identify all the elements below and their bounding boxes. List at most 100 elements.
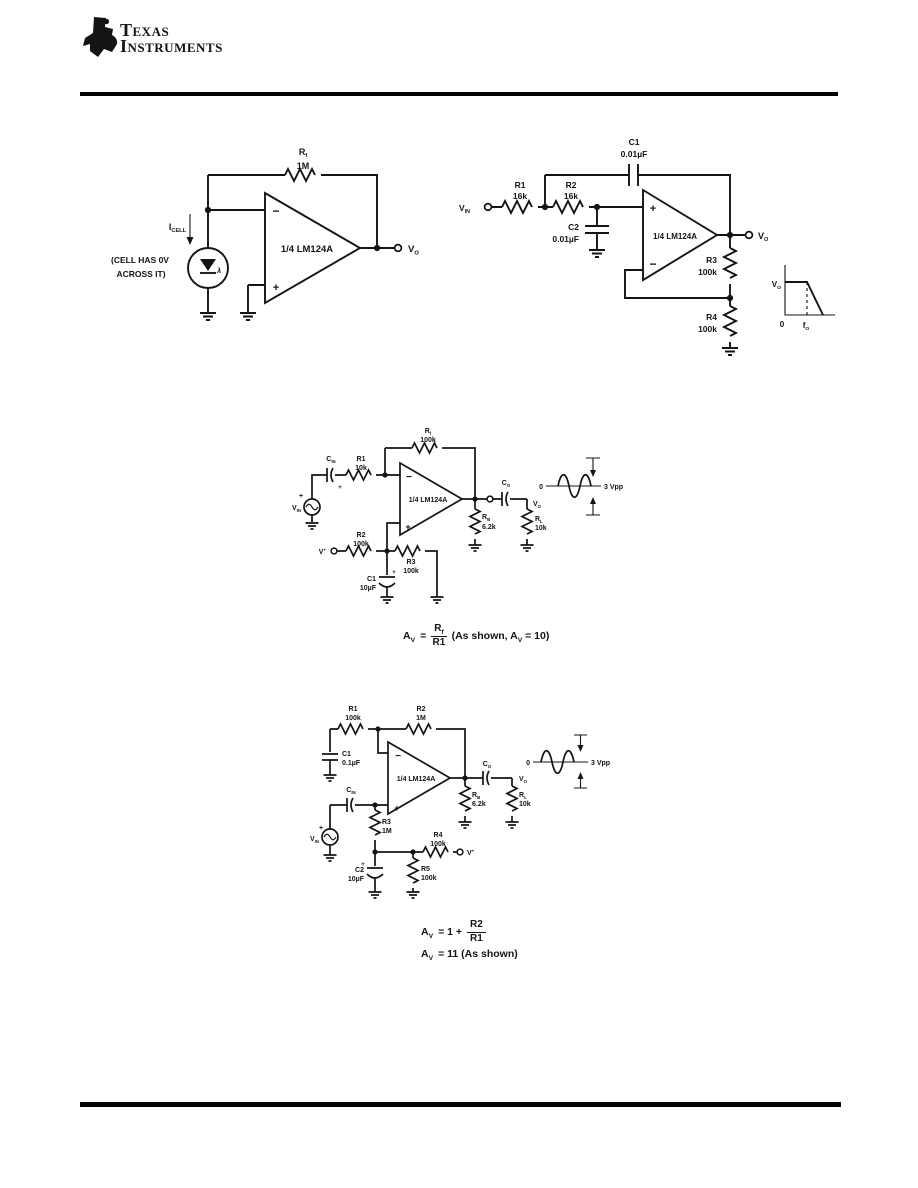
label-c3-opamp: 1/4 LM124A — [409, 497, 448, 504]
c4-resistor-rb — [459, 785, 471, 812]
label-c4-r5: R5 — [421, 866, 430, 873]
c4-opamp-triangle — [387, 740, 452, 816]
label-c3-r1: R1 — [357, 456, 366, 463]
c4-ground-icon — [504, 821, 520, 829]
c2-resistor-r4 — [723, 305, 737, 337]
c4-resistor-r1 — [337, 723, 364, 735]
label-c4-r2: R2 — [417, 706, 426, 713]
c4-inverting-input-sign: − — [395, 751, 401, 762]
label-c4-r3: R3 — [382, 819, 391, 826]
c4-noninverting-input-sign: + — [394, 803, 399, 813]
circuit-ac-noninverting-amplifier: R1 100k C1 0.1µF R2 1M − + 1/4 LM124A CI… — [310, 706, 610, 899]
header-rule — [80, 92, 838, 96]
circuit-ac-inverting-amplifier: VIN + CIN + R1 10k Rf 100k − + 1/4 LM124… — [292, 428, 623, 604]
label-c3-r2: R2 — [357, 532, 366, 539]
label-c3-wave-vpp: 3 Vpp — [604, 484, 623, 491]
c2-inverting-input-sign: − — [649, 257, 656, 271]
formula-av: AV — [421, 926, 434, 941]
label-c2-r4-value: 100k — [698, 324, 717, 334]
label-c2-r3: R3 — [706, 255, 717, 265]
label-c2-c2-value: 0.01µF — [552, 234, 579, 244]
c4-ground-icon — [457, 821, 473, 829]
label-c4-r3-value: 1M — [382, 828, 392, 835]
label-c3-c1-plus: + — [392, 570, 396, 576]
label-c4-r4-value: 100k — [430, 841, 446, 848]
c1-noninverting-input-sign: + — [273, 282, 279, 294]
label-c2-graph-origin: 0 — [780, 320, 785, 329]
label-c2-r2-value: 16k — [564, 191, 578, 201]
c4-resistor-r4 — [422, 846, 449, 858]
label-c3-c1-value: 10µF — [360, 585, 377, 592]
c3-output-waveform — [546, 457, 601, 516]
label-c4-vplus: V+ — [467, 849, 475, 858]
label-c3-rb: RB — [482, 514, 490, 522]
brand-line2: Instruments — [120, 36, 223, 56]
c3-noninverting-input-sign: + — [405, 522, 410, 532]
c1-ground-icon — [239, 312, 257, 321]
label-c2-r1: R1 — [515, 180, 526, 190]
label-c3-rb-value: 6.2k — [482, 524, 496, 531]
formula-fraction: R2 R1 — [467, 919, 486, 944]
c3-resistor-rf — [411, 442, 438, 454]
c3-opamp-triangle — [399, 461, 464, 537]
formula-av: AV — [403, 630, 416, 645]
formula-note: (As shown, AV = 10) — [451, 630, 550, 645]
label-c4-r1: R1 — [349, 706, 358, 713]
c3-ground-icon — [429, 596, 445, 604]
label-c1-vo: VO — [408, 244, 419, 256]
brand-wordmark: Texas Instruments — [120, 20, 223, 56]
c3-resistor-rb — [469, 508, 481, 535]
label-c3-rf-value: 100k — [420, 437, 436, 444]
label-c4-source-plus: + — [319, 825, 323, 832]
c2-vo-terminal — [744, 230, 754, 240]
label-c1-rf: Rf — [299, 147, 308, 159]
label-c3-r2-value: 100k — [353, 541, 369, 548]
c3-ac-source-icon — [303, 498, 321, 516]
c3-inverting-input-sign: − — [406, 472, 412, 483]
c3-resistor-rl — [521, 508, 533, 535]
label-c3-cin: CIN — [326, 456, 335, 464]
c4-resistor-r5 — [407, 857, 419, 884]
c2-vin-terminal — [483, 202, 493, 212]
ti-logo-text: ti — [92, 30, 104, 50]
label-c3-c1: C1 — [367, 576, 376, 583]
c2-ground-icon — [721, 347, 739, 356]
label-c2-r4: R4 — [706, 312, 717, 322]
label-c1-lambda: λ — [216, 266, 221, 275]
label-c2-r2: R2 — [566, 180, 577, 190]
label-c4-co: CO — [483, 761, 492, 769]
formula-av: AV — [421, 948, 434, 963]
label-c4-r4: R4 — [434, 832, 443, 839]
label-c3-r3-value: 100k — [403, 568, 419, 575]
label-c1-note2: ACROSS IT) — [116, 269, 165, 279]
label-c2-r1-value: 16k — [513, 191, 527, 201]
gain-formula-noninverting: AV = 1 + R2 R1 — [421, 919, 486, 944]
c1-vo-terminal — [393, 243, 403, 253]
c1-inverting-input-sign: − — [272, 204, 279, 218]
footer-rule — [80, 1102, 841, 1107]
label-c4-rl-value: 10k — [519, 801, 531, 808]
label-c2-c2: C2 — [568, 222, 579, 232]
label-c3-vo: VO — [533, 501, 542, 509]
c3-ground-icon — [467, 544, 483, 552]
c2-ground-icon — [588, 249, 606, 258]
brand-line1: Texas — [120, 20, 170, 40]
c1-opamp-triangle — [264, 191, 362, 305]
label-c4-r1-value: 100k — [345, 715, 361, 722]
c4-ground-icon — [367, 891, 383, 899]
label-c4-vin: VIN — [310, 836, 319, 844]
label-c4-rb-value: 6.2k — [472, 801, 486, 808]
label-c3-rf: Rf — [425, 428, 432, 436]
c3-ground-icon — [379, 596, 395, 604]
c4-ground-icon — [405, 891, 421, 899]
c1-wires — [187, 168, 394, 321]
label-c4-wave-vpp: 3 Vpp — [591, 760, 610, 767]
c4-ac-source-icon — [321, 828, 339, 846]
c3-ground-icon — [304, 522, 320, 530]
c3-wires — [303, 442, 535, 604]
label-c1-opamp: 1/4 LM124A — [281, 244, 333, 255]
label-c3-wave-zero: 0 — [539, 484, 543, 491]
label-c3-source-plus: + — [299, 493, 303, 500]
label-c4-c1: C1 — [342, 751, 351, 758]
